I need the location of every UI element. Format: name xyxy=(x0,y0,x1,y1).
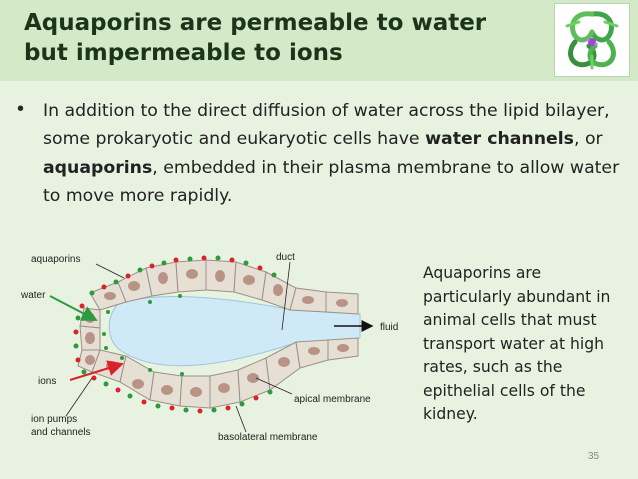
bullet-text-part: In addition to the direct diffusion of w… xyxy=(43,101,610,150)
label-water: water xyxy=(20,290,46,301)
title-line-2: but impermeable to ions xyxy=(24,40,343,66)
bullet-bold-water-channels: water channels xyxy=(425,129,574,150)
bullet-marker: • xyxy=(17,98,25,120)
label-ion-pumps: ion pumps xyxy=(31,414,77,425)
label-aquaporins: aquaporins xyxy=(31,254,80,265)
label-apical-membrane: apical membrane xyxy=(294,394,371,405)
bullet-text-part: , or xyxy=(573,129,603,150)
label-and-channels: and channels xyxy=(31,427,91,438)
page-number: 35 xyxy=(588,451,600,462)
water-arrow xyxy=(49,295,98,321)
title-band: Aquaporins are permeable to water but im… xyxy=(0,0,638,81)
kidney-duct-diagram: aquaporins water ions ion pumps and chan… xyxy=(20,252,398,443)
label-basolateral-membrane: basolateral membrane xyxy=(218,432,318,443)
ions-arrow xyxy=(69,360,124,381)
label-duct: duct xyxy=(276,252,295,263)
leader-lines xyxy=(65,261,293,433)
bullet-bold-aquaporins: aquaporins xyxy=(43,157,153,178)
membrane-proteins xyxy=(73,255,277,414)
duct-lumen xyxy=(108,296,361,367)
aquaporin-protein-structure-icon xyxy=(554,3,630,77)
slide-content: • In addition to the direct diffusion of… xyxy=(0,81,638,479)
bullet-text-part: , embedded in their plasma membrane to a… xyxy=(43,157,620,206)
bullet-text: In addition to the direct diffusion of w… xyxy=(43,97,633,210)
label-ions: ions xyxy=(38,376,56,387)
slide-title: Aquaporins are permeable to water but im… xyxy=(24,8,544,68)
side-note: Aquaporins are particularly abundant in … xyxy=(423,264,611,423)
label-fluid: fluid xyxy=(380,322,398,333)
title-line-1: Aquaporins are permeable to water xyxy=(24,10,487,36)
